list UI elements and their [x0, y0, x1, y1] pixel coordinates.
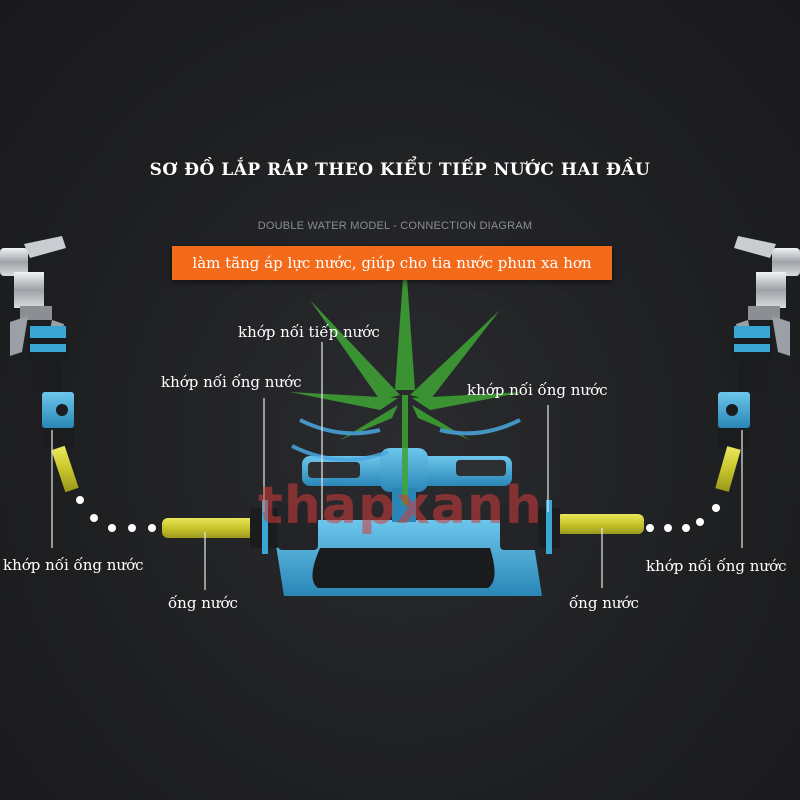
- right-faucet: [734, 236, 800, 356]
- label-hose-right: ống nước: [569, 594, 639, 612]
- left-faucet-connector: [28, 326, 74, 448]
- label-hose-connector-top-right: khớp nối ống nước: [467, 381, 608, 399]
- left-dotted-path: [76, 496, 156, 532]
- right-hose: [556, 514, 644, 534]
- label-hose-connector-top-left: khớp nối ống nước: [161, 373, 302, 391]
- leader-lines: [51, 342, 743, 590]
- diagram-title: SƠ ĐỒ LẮP RÁP THEO KIỂU TIẾP NƯỚC HAI ĐẦ…: [149, 160, 651, 180]
- label-hose-left: ống nước: [168, 594, 238, 612]
- right-sprinkler-connector: [500, 500, 560, 554]
- info-banner: làm tăng áp lực nước, giúp cho tia nước …: [172, 246, 612, 280]
- left-hose: [162, 518, 262, 538]
- watermark-text: thapxanh: [258, 476, 543, 536]
- left-vertical-hose: [51, 445, 79, 493]
- right-vertical-hose: [715, 446, 741, 492]
- right-dotted-path: [646, 504, 720, 532]
- label-hose-connector-bottom-right: khớp nối ống nước: [646, 557, 787, 575]
- left-sprinkler-connector: [250, 500, 318, 554]
- right-faucet-connector: [718, 326, 772, 448]
- watermark-leaf-logo: [290, 250, 525, 505]
- diagram-subtitle: DOUBLE WATER MODEL - CONNECTION DIAGRAM: [257, 220, 533, 232]
- sprinkler-base: [272, 520, 542, 596]
- label-hose-connector-bottom-left: khớp nối ống nước: [3, 556, 144, 574]
- label-inlet-connector: khớp nối tiếp nước: [238, 323, 380, 341]
